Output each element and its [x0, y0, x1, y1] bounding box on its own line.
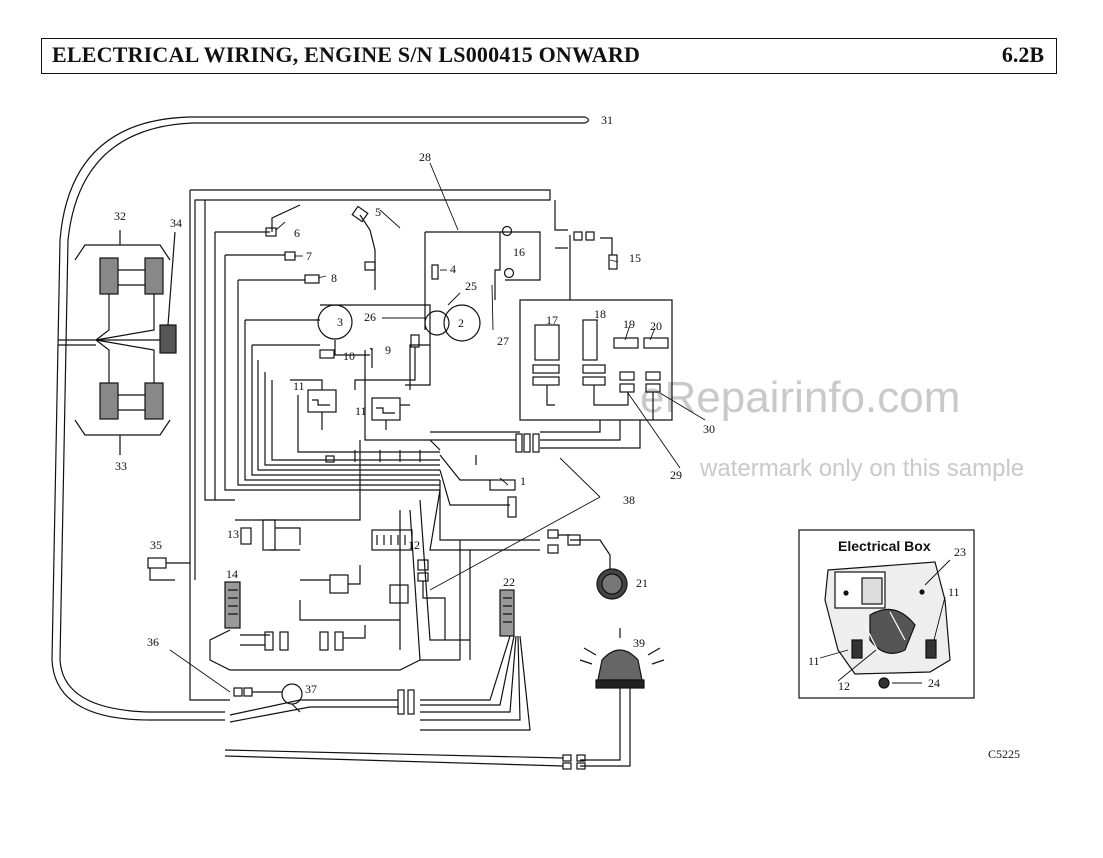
sensor-15: [608, 254, 618, 270]
label-22: 22: [503, 575, 515, 589]
label-11a: 11: [293, 379, 305, 393]
ebox-label-23: 23: [954, 545, 966, 559]
leader-lines: [169, 162, 706, 693]
relay-17: [534, 324, 560, 361]
label-15: 15: [629, 251, 641, 265]
starter-2: [443, 304, 481, 342]
relay-11b: [371, 397, 401, 421]
label-5: 5: [375, 205, 381, 219]
switch-13b: [262, 519, 276, 551]
joystick-14: [224, 581, 241, 629]
watermark-sub: watermark only on this sample: [699, 455, 1024, 482]
electrical-box-title: Electrical Box: [838, 538, 931, 554]
pedal-assembly: [58, 230, 177, 455]
switch-35: [147, 557, 167, 569]
sensor-8: [304, 274, 320, 284]
label-20: 20: [650, 319, 662, 333]
label-8: 8: [331, 271, 337, 285]
relay-11a: [307, 389, 337, 413]
sensor-16-bottom: [503, 267, 515, 279]
label-10: 10: [343, 349, 355, 363]
gauge-37: [281, 683, 303, 705]
label-3: 3: [337, 315, 343, 329]
section-number: 6.2B: [1001, 42, 1044, 67]
label-38: 38: [623, 493, 635, 507]
label-7: 7: [306, 249, 312, 263]
label-28: 28: [419, 150, 431, 164]
starter-solenoid-26: [424, 310, 450, 336]
label-32: 32: [114, 209, 126, 223]
relay-18: [582, 319, 598, 361]
label-1: 1: [520, 474, 526, 488]
watermark-main: eRepairinfo.com: [640, 373, 960, 422]
label-18: 18: [594, 307, 606, 321]
relay-lower-b: [389, 584, 409, 604]
label-29: 29: [670, 468, 682, 482]
label-31: 31: [601, 113, 613, 127]
top-components: [265, 200, 673, 421]
page-title: ELECTRICAL WIRING, ENGINE S/N LS000415 O…: [52, 42, 641, 67]
fuse-block-12: [371, 529, 413, 551]
alternator-3: [317, 304, 353, 340]
label-6: 6: [294, 226, 300, 240]
beacon-39: [224, 628, 665, 770]
relays: [290, 379, 410, 430]
sensor-7: [284, 251, 296, 261]
sender-5: [351, 205, 369, 223]
label-26: 26: [364, 310, 376, 324]
label-14: 14: [226, 567, 238, 581]
ebox-label-12: 12: [838, 679, 850, 693]
sensor-4: [431, 264, 439, 280]
electrical-box-inset: Electrical Box 23 11 11 12 24: [798, 529, 975, 699]
outer-loop-harness: [51, 116, 590, 721]
label-37: 37: [305, 682, 317, 696]
header-box: ELECTRICAL WIRING, ENGINE S/N LS000415 O…: [41, 38, 1057, 74]
joystick-22: [499, 589, 515, 637]
sensor-10: [319, 349, 335, 359]
label-12: 12: [408, 538, 420, 552]
figure-code: C5225: [988, 747, 1020, 761]
lower-controls: [147, 519, 531, 731]
ebox-label-11a: 11: [948, 585, 960, 599]
label-9: 9: [385, 343, 391, 357]
label-33: 33: [115, 459, 127, 473]
label-19: 19: [623, 317, 635, 331]
connectors: [325, 433, 611, 640]
callout-labels: 1 2 3 4 5 6 7 8 9 10 11 11 12 13 14 15 1…: [114, 113, 1020, 761]
label-39: 39: [633, 636, 645, 650]
label-36: 36: [147, 635, 159, 649]
label-16: 16: [513, 245, 525, 259]
connector-1: [489, 479, 516, 491]
sensor-6: [265, 227, 277, 237]
main-harness: [189, 189, 641, 701]
label-35: 35: [150, 538, 162, 552]
relay-20: [643, 337, 669, 349]
relay-lower-a: [329, 574, 349, 594]
label-4: 4: [450, 262, 456, 276]
label-21: 21: [636, 576, 648, 590]
label-17: 17: [546, 313, 558, 327]
sensor-16-top: [501, 225, 513, 237]
switch-13: [240, 527, 252, 545]
label-34: 34: [170, 216, 182, 230]
ebox-label-24: 24: [928, 676, 940, 690]
label-13: 13: [227, 527, 239, 541]
horn-21: [596, 568, 628, 600]
label-25: 25: [465, 279, 477, 293]
label-30: 30: [703, 422, 715, 436]
relay-19: [613, 337, 639, 349]
label-11b: 11: [355, 404, 367, 418]
ebox-label-11b: 11: [808, 654, 820, 668]
label-27: 27: [497, 334, 509, 348]
label-2: 2: [458, 316, 464, 330]
